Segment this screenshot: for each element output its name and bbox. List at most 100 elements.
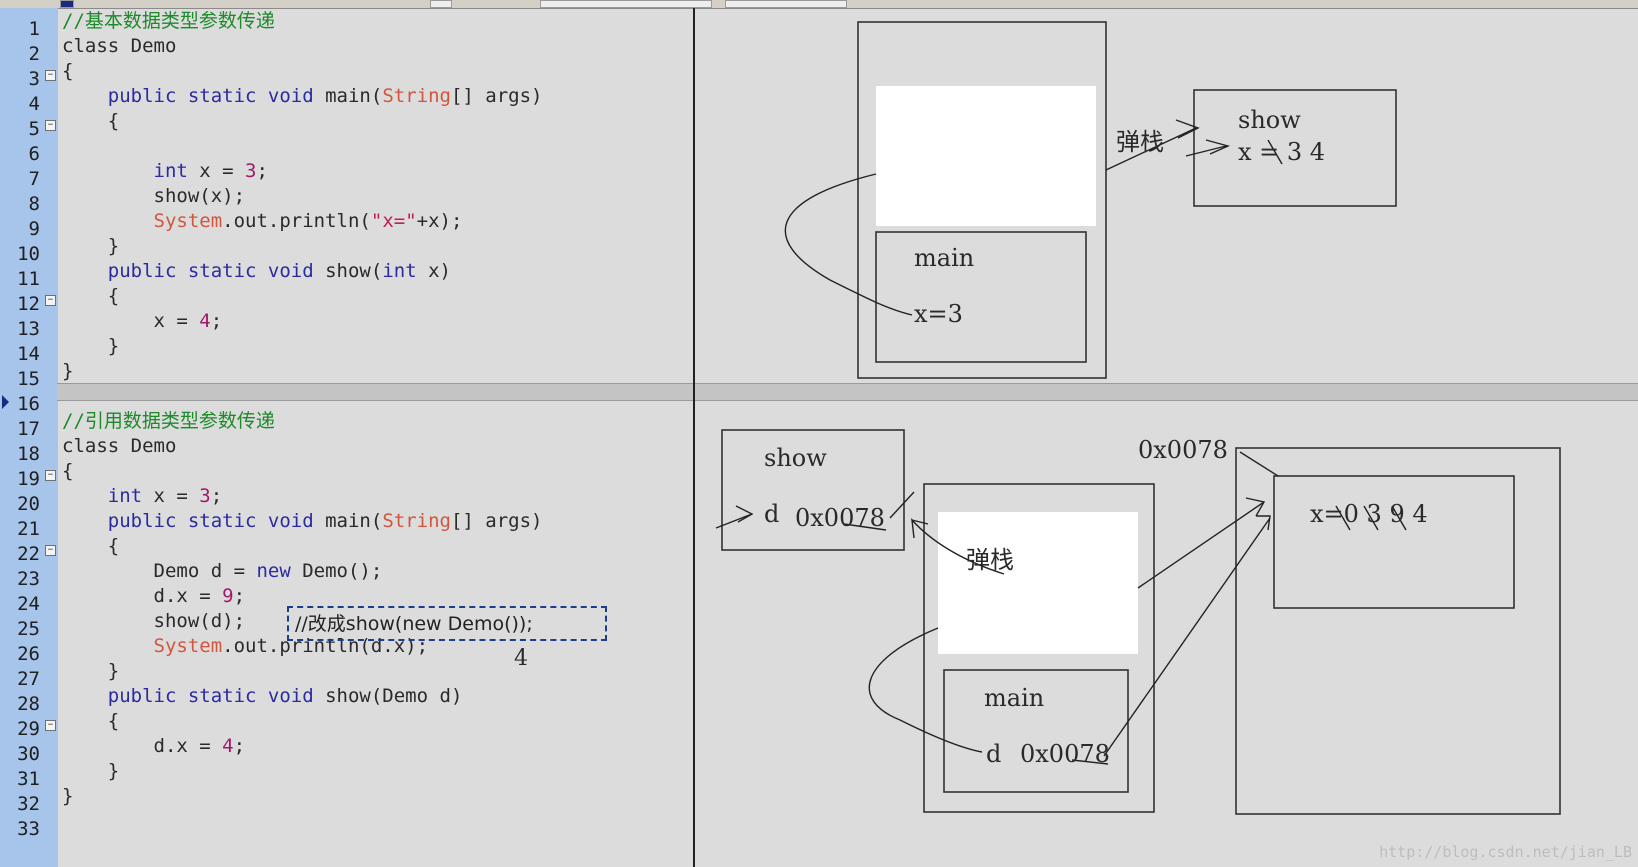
pop-stack-label-bottom: 弹栈 xyxy=(966,546,1014,574)
line-number: 25 xyxy=(17,618,40,640)
line-number: 32 xyxy=(17,793,40,815)
code-diagram-separator xyxy=(693,8,695,867)
popped-frame-bottom xyxy=(938,512,1138,654)
line-number: 19 xyxy=(17,468,40,490)
code-line: Demo d = new Demo(); xyxy=(153,560,383,582)
line-number: 6 xyxy=(28,143,40,165)
code-line: public static void main(String[] args) xyxy=(107,510,543,532)
line-number: 27 xyxy=(17,668,40,690)
main-frame-bottom xyxy=(943,669,1129,793)
code-line: { xyxy=(107,710,120,732)
line-number: 5 xyxy=(28,118,40,140)
object-box xyxy=(1273,475,1515,609)
main-label-bottom: main xyxy=(984,684,1045,712)
show-d-bottom: d xyxy=(764,500,780,528)
code-line: public static void show(int x) xyxy=(107,260,451,282)
code-line: } xyxy=(107,235,120,257)
toolbar-tab-1[interactable] xyxy=(60,0,74,8)
line-number: 22 xyxy=(17,543,40,565)
line-number: 8 xyxy=(28,193,40,215)
code-line: System.out.println("x="+x); xyxy=(153,210,463,232)
code-line: class Demo xyxy=(62,435,177,457)
heap-addr-label: 0x0078 xyxy=(1138,436,1228,464)
line-number: 28 xyxy=(17,693,40,715)
watermark-url: http://blog.csdn.net/jian_LB xyxy=(1379,843,1632,861)
fold-toggle-icon[interactable]: − xyxy=(45,545,56,556)
stack-box-bottom xyxy=(923,483,1155,813)
show-label-bottom: show xyxy=(764,444,827,472)
line-number: 18 xyxy=(17,443,40,465)
code-line: d.x = 4; xyxy=(153,735,246,757)
code-line: x = 4; xyxy=(153,310,223,332)
main-label-top: main xyxy=(914,244,975,272)
code-line: show(x); xyxy=(153,185,246,207)
line-number: 20 xyxy=(17,493,40,515)
code-line: show(d); xyxy=(153,610,246,632)
line-number: 7 xyxy=(28,168,40,190)
code-line: { xyxy=(107,285,120,307)
code-line: } xyxy=(62,360,74,382)
line-number: 26 xyxy=(17,643,40,665)
line-number: 9 xyxy=(28,218,40,240)
code-line: int x = 3; xyxy=(107,485,223,507)
fold-toggle-icon[interactable]: − xyxy=(45,720,56,731)
line-number: 21 xyxy=(17,518,40,540)
heap-box xyxy=(1235,447,1561,815)
current-line-marker-icon xyxy=(2,395,9,409)
show-x-top: x = 3 4 xyxy=(1238,138,1326,166)
line-number: 3 xyxy=(28,68,40,90)
line-number: 33 xyxy=(17,818,40,840)
line-number: 16 xyxy=(17,393,40,415)
main-x-top: x=3 xyxy=(914,300,963,328)
line-number: 13 xyxy=(17,318,40,340)
code-line: class Demo xyxy=(62,35,177,57)
line-number: 29 xyxy=(17,718,40,740)
line-number: 24 xyxy=(17,593,40,615)
show-frame-top xyxy=(1193,89,1397,207)
code-line: //引用数据类型参数传递 xyxy=(62,410,275,432)
line-number: 14 xyxy=(17,343,40,365)
stack-box-top xyxy=(857,21,1107,379)
toolbar-tab-2[interactable] xyxy=(430,0,452,8)
main-frame-top xyxy=(875,231,1087,363)
line-number: 10 xyxy=(17,243,40,265)
comment-edit-box[interactable]: //改成show(new Demo()); xyxy=(287,606,607,641)
code-line: public static void show(Demo d) xyxy=(107,685,463,707)
line-number: 1 xyxy=(28,18,40,40)
line-number-gutter: 1 2 3 4 5 6 7 8 9 10 11 12 13 14 15 16 1… xyxy=(0,8,58,867)
line-number: 17 xyxy=(17,418,40,440)
heap-object-x: x=0 3 9 4 xyxy=(1310,500,1428,528)
code-line: //基本数据类型参数传递 xyxy=(62,10,275,32)
code-line: { xyxy=(107,535,120,557)
printed-output-note: 4 xyxy=(514,646,528,671)
toolbar-tab-3[interactable] xyxy=(540,0,712,8)
fold-toggle-icon[interactable]: − xyxy=(45,295,56,306)
code-line: d.x = 9; xyxy=(153,585,246,607)
code-line: int x = 3; xyxy=(153,160,268,182)
main-d-bottom: d xyxy=(986,740,1002,768)
code-line: { xyxy=(107,110,120,132)
line-number: 4 xyxy=(28,93,40,115)
fold-toggle-icon[interactable]: − xyxy=(45,70,56,81)
line-number: 2 xyxy=(28,43,40,65)
pop-stack-label-top: 弹栈 xyxy=(1116,128,1164,156)
line-number: 11 xyxy=(17,268,40,290)
toolbar-tab-4[interactable] xyxy=(725,0,847,8)
show-label-top: show xyxy=(1238,106,1301,134)
code-line: public static void main(String[] args) xyxy=(107,85,543,107)
line-number: 31 xyxy=(17,768,40,790)
line-number: 15 xyxy=(17,368,40,390)
editor-toolbar-strip xyxy=(0,0,1638,9)
popped-frame-top xyxy=(876,86,1096,226)
code-line: } xyxy=(62,785,74,807)
line-number: 30 xyxy=(17,743,40,765)
code-line: } xyxy=(107,760,120,782)
fold-toggle-icon[interactable]: − xyxy=(45,470,56,481)
line-number: 12 xyxy=(17,293,40,315)
code-line: { xyxy=(62,460,74,482)
fold-toggle-icon[interactable]: − xyxy=(45,120,56,131)
main-addr-bottom: 0x0078 xyxy=(1020,740,1110,768)
line-number: 23 xyxy=(17,568,40,590)
split-pane-divider[interactable] xyxy=(57,383,1638,401)
